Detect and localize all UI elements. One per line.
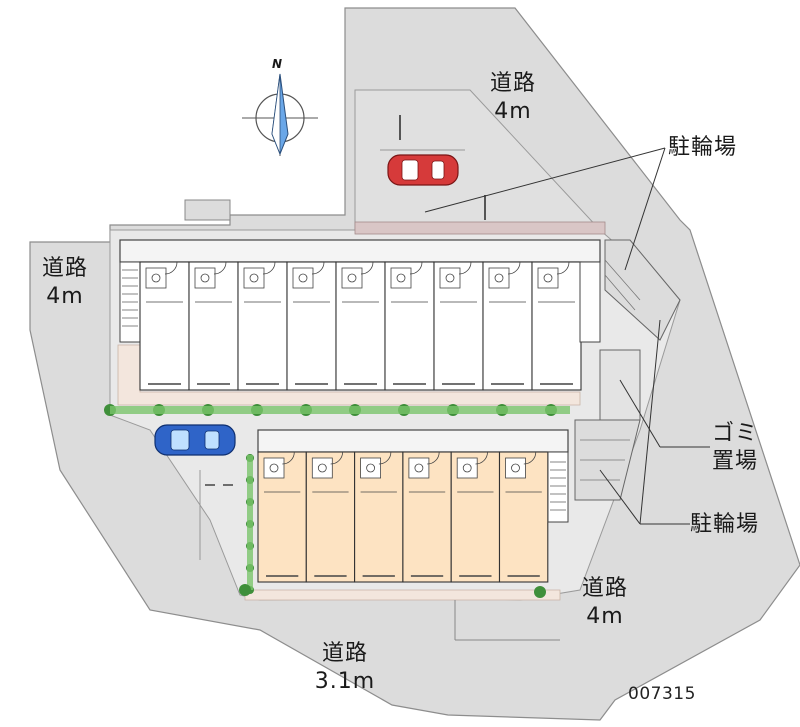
- south-unit: [257, 451, 307, 583]
- road-width: 4m: [586, 604, 624, 629]
- north-unit: [237, 261, 288, 391]
- compass-icon: [242, 73, 318, 156]
- north-unit: [482, 261, 533, 391]
- road-label-bottom: 道路 3.1m: [305, 640, 385, 696]
- garbage-area: [599, 349, 641, 421]
- garbage-line-1: ゴミ: [712, 421, 759, 446]
- car-blue-icon: [154, 424, 236, 456]
- north-stair-steps: [122, 269, 138, 327]
- bike-rack-lines: [580, 259, 641, 481]
- road-label-left: 道路 4m: [30, 255, 100, 311]
- south-unit: [305, 451, 356, 583]
- road-width: 4m: [46, 284, 84, 309]
- north-building-corridor: [119, 239, 601, 263]
- north-unit: [139, 261, 190, 391]
- bike-parking-area-top: [604, 239, 681, 341]
- walkway-south: [244, 589, 561, 601]
- callout-garbage: ゴミ 置場: [712, 420, 758, 476]
- south-building-corridor: [257, 429, 569, 453]
- garbage-line-2: 置場: [712, 449, 759, 474]
- hedge-strip: [110, 406, 570, 414]
- north-unit: [188, 261, 239, 391]
- callout-bike-parking-bottom: 駐輪場: [690, 512, 760, 537]
- road-label-right: 道路 4m: [570, 575, 640, 631]
- utility-box: [184, 199, 231, 221]
- road-width: 3.1m: [314, 669, 376, 694]
- north-unit: [286, 261, 337, 391]
- callout-lines: [424, 147, 710, 525]
- road-name: 道路: [41, 256, 88, 281]
- boundary-strip: [354, 221, 606, 235]
- hedge-strip: [247, 455, 253, 590]
- south-stair-steps: [550, 461, 566, 511]
- north-unit: [335, 261, 386, 391]
- road-label-top: 道路 4m: [478, 70, 548, 126]
- property-code: 007315: [628, 684, 696, 704]
- compass-north-label: N: [272, 57, 284, 71]
- south-building: [257, 451, 549, 583]
- north-unit: [433, 261, 484, 391]
- south-unit: [402, 451, 452, 583]
- north-end-block: [579, 261, 601, 343]
- road-name: 道路: [581, 576, 628, 601]
- south-unit: [450, 451, 501, 583]
- south-unit: [354, 451, 404, 583]
- north-building: [139, 261, 582, 391]
- south-stair: [547, 451, 569, 523]
- callout-bike-parking-top: 駐輪場: [668, 135, 738, 160]
- shrub: [239, 584, 251, 596]
- road-name: 道路: [489, 71, 536, 96]
- road-name: 道路: [321, 641, 368, 666]
- road-width: 4m: [494, 99, 532, 124]
- hedge-row: [104, 404, 570, 598]
- car-red-icon: [387, 154, 459, 186]
- shrub: [534, 586, 546, 598]
- north-unit: [384, 261, 435, 391]
- north-unit: [531, 261, 582, 391]
- south-unit: [498, 451, 549, 583]
